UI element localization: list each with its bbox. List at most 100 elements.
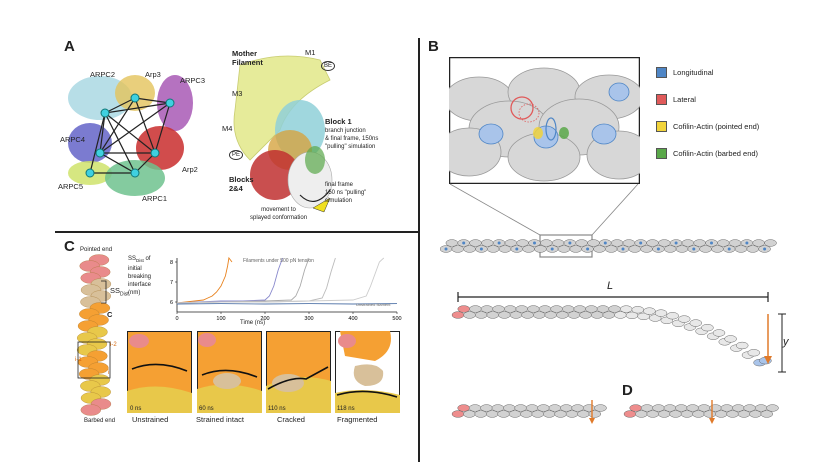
snapshot-time-110: 110 ns <box>268 406 286 412</box>
actin-subunit <box>544 311 558 319</box>
actin-subunit <box>692 410 705 418</box>
mother-filament-structure <box>233 55 333 213</box>
actin-subunit <box>515 305 529 313</box>
actin-subunit <box>594 404 607 412</box>
actin-subunit <box>590 311 604 319</box>
actin-subunit <box>766 404 779 412</box>
actin-subunit <box>516 239 529 247</box>
legend-swatch <box>656 94 667 105</box>
snapshot-time-0: 0 ns <box>130 406 142 412</box>
chart-y-tick-label: 7 <box>170 280 173 286</box>
longitudinal-contact <box>444 247 448 251</box>
panel-d-label: D <box>622 382 633 399</box>
snapshot-time-118: 118 ns <box>337 406 355 412</box>
legend-label: Cofilin-Actin (pointed end) <box>673 122 760 131</box>
longitudinal-contact <box>639 241 643 245</box>
actin-subunit <box>551 239 565 247</box>
label-arpc2: ARPC2 <box>90 70 116 79</box>
actin-subunit <box>646 239 659 247</box>
snapshot-unstrained <box>127 331 192 413</box>
actin-subunit <box>640 245 653 253</box>
actin-subunit <box>666 312 679 320</box>
barbed-end-label: Barbed end <box>84 418 116 424</box>
actin-subunit <box>508 410 522 418</box>
actin-subunit <box>537 404 550 412</box>
actin-subunit <box>557 245 571 253</box>
actin-subunit <box>712 329 726 337</box>
legend-swatch <box>656 148 667 159</box>
actin-subunit <box>654 309 668 317</box>
actin-subunit <box>734 245 748 253</box>
blocks24-label: Blocks 2&4 <box>229 175 254 193</box>
actin-subunit <box>569 245 583 253</box>
actin-subunit <box>585 305 598 313</box>
actin-subunit <box>680 410 694 418</box>
longitudinal-contact <box>462 241 466 245</box>
legend-label: Longitudinal <box>673 68 714 77</box>
label-arpc5: ARPC5 <box>58 182 84 191</box>
legend-longitudinal: Longitudinal <box>656 67 713 78</box>
chart-x-tick-label: 400 <box>348 316 357 322</box>
block1-label: Block 1 <box>325 117 352 126</box>
actin-subunit <box>540 239 553 247</box>
actin-subunit <box>746 245 760 253</box>
chart-x-tick-label: 500 <box>392 316 401 322</box>
actin-subunit <box>663 404 677 412</box>
chart-x-tick-label: 0 <box>175 316 178 322</box>
actin-subunit <box>596 305 610 313</box>
actin-subunit <box>534 245 547 253</box>
actin-subunit <box>699 245 712 253</box>
actin-subunit <box>604 245 618 253</box>
cofilin-actin-subunit <box>80 404 101 416</box>
actin-subunit <box>669 410 682 418</box>
actin-subunit <box>652 404 665 412</box>
actin-subunit <box>732 404 745 412</box>
longitudinal-contact <box>727 247 731 251</box>
actin-subunit <box>565 410 579 418</box>
panel-b-label: B <box>428 38 439 55</box>
caption-cracked: Cracked <box>277 415 305 424</box>
actin-subunit <box>717 239 730 247</box>
actin-subunit <box>451 245 465 253</box>
length-label: L <box>607 280 614 292</box>
arp23-complex-structure <box>68 75 193 196</box>
actin-subunit <box>646 410 660 418</box>
longitudinal-contact <box>479 247 483 251</box>
actin-subunit <box>542 410 556 418</box>
ssdist-text: SS <box>110 286 121 295</box>
actin-subunit <box>747 349 761 357</box>
longitudinal-contact <box>568 241 572 245</box>
actin-subunit <box>498 311 511 319</box>
actin-subunit <box>602 311 616 319</box>
longitudinal-contact <box>515 247 519 251</box>
actin-subunit <box>538 305 552 313</box>
actin-subunit <box>491 404 505 412</box>
actin-subunit <box>697 404 711 412</box>
actin-subunit <box>703 410 717 418</box>
vertical-cofilin-filament <box>76 254 112 416</box>
actin-subunit <box>451 311 465 319</box>
actin-subunit <box>579 311 592 319</box>
mother-filament-label: Mother Filament <box>232 49 263 67</box>
panel-divider-horizontal <box>55 231 418 233</box>
actin-subunit <box>514 404 527 412</box>
panel-divider-vertical <box>418 38 420 462</box>
actin-subunit <box>575 239 588 247</box>
label-pe: PE <box>229 150 244 160</box>
actin-subunit <box>503 305 517 313</box>
actin-subunit <box>480 404 493 412</box>
caption-fragmented: Fragmented <box>337 415 378 424</box>
chart-series-line <box>176 256 233 304</box>
actin-subunit <box>737 410 751 418</box>
actin-subunit <box>485 410 499 418</box>
actin-subunit <box>522 245 535 253</box>
actin-subunit <box>504 239 518 247</box>
label-i2: i-2 <box>110 342 117 348</box>
label-be: BE <box>321 61 336 71</box>
actin-subunit <box>521 311 534 319</box>
chart-series-line <box>176 257 336 304</box>
chart-y-tick-label: 8 <box>170 260 173 266</box>
actin-subunit <box>548 404 562 412</box>
actin-subunit <box>711 245 724 253</box>
